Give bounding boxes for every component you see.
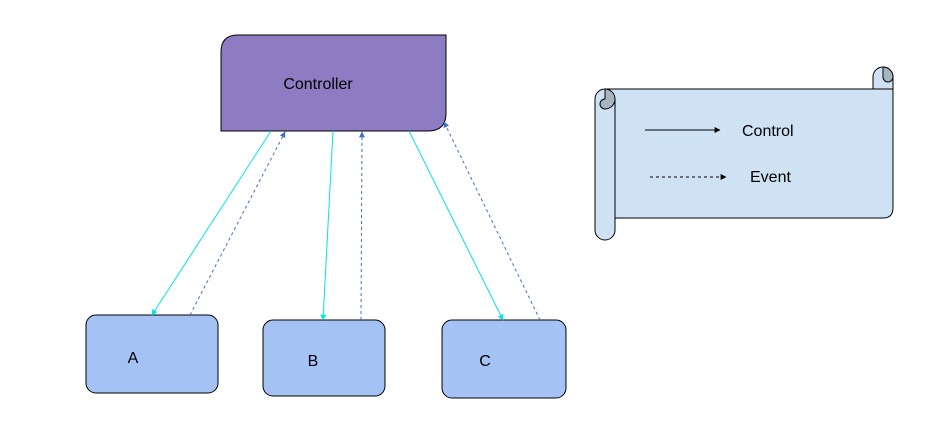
controller-label: Controller	[283, 76, 353, 93]
edge-a-to-controller	[189, 131, 286, 316]
legend-scroll-curl-left	[599, 88, 616, 110]
node-a-box	[85, 314, 219, 394]
node-c: C	[441, 319, 567, 399]
controller-node: Controller	[220, 34, 447, 132]
controller-shape	[220, 34, 447, 132]
edge-b-to-controller	[358, 131, 365, 321]
legend-event-label: Event	[750, 169, 791, 186]
legend: Control Event	[594, 66, 894, 241]
node-a-label: A	[128, 350, 139, 367]
node-c-box	[441, 319, 567, 399]
legend-scroll-curl-top-inner	[882, 66, 894, 83]
legend-scroll-body	[594, 75, 894, 241]
node-b-box	[262, 319, 386, 397]
edge-c-to-controller	[443, 121, 541, 321]
edge-controller-to-b	[320, 130, 334, 321]
node-b-label: B	[308, 353, 319, 370]
legend-control-label: Control	[742, 123, 794, 140]
node-a: A	[85, 314, 219, 394]
node-b: B	[262, 319, 386, 397]
edge-controller-to-a	[151, 130, 272, 316]
node-c-label: C	[479, 353, 491, 370]
edge-controller-to-c	[408, 130, 504, 321]
